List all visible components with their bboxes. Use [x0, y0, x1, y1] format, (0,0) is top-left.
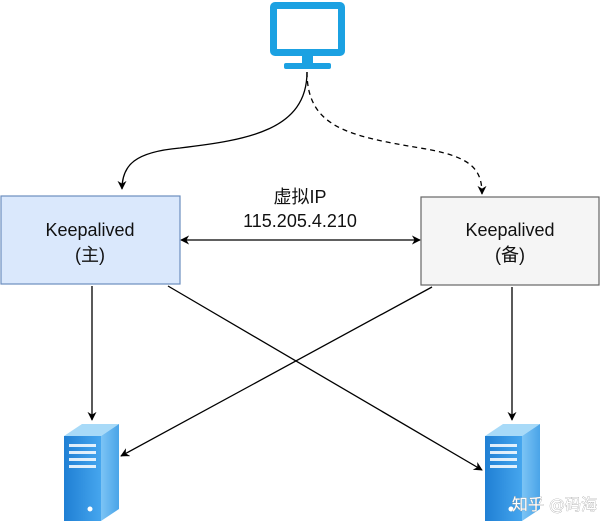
client-to-master-connector	[117, 71, 308, 190]
keepalived-backup-node: Keepalived (备)	[420, 196, 600, 286]
master-role-label: (主)	[75, 245, 105, 265]
backup-role-label: (备)	[495, 245, 525, 265]
backup-name-label: Keepalived	[465, 220, 554, 240]
monitor-icon	[270, 2, 345, 69]
keepalived-master-node: Keepalived (主)	[0, 195, 181, 285]
backup-to-left-server-connector	[120, 286, 433, 457]
watermark: 知乎 @码海	[512, 495, 597, 514]
master-to-right-server-connector	[167, 285, 483, 471]
client-to-backup-connector	[306, 71, 487, 195]
server-icon	[64, 424, 119, 521]
virtual-ip-title: 虚拟IP	[273, 187, 326, 207]
server-icon	[485, 424, 540, 521]
virtual-ip-address: 115.205.4.210	[243, 211, 357, 231]
master-name-label: Keepalived	[45, 220, 134, 240]
